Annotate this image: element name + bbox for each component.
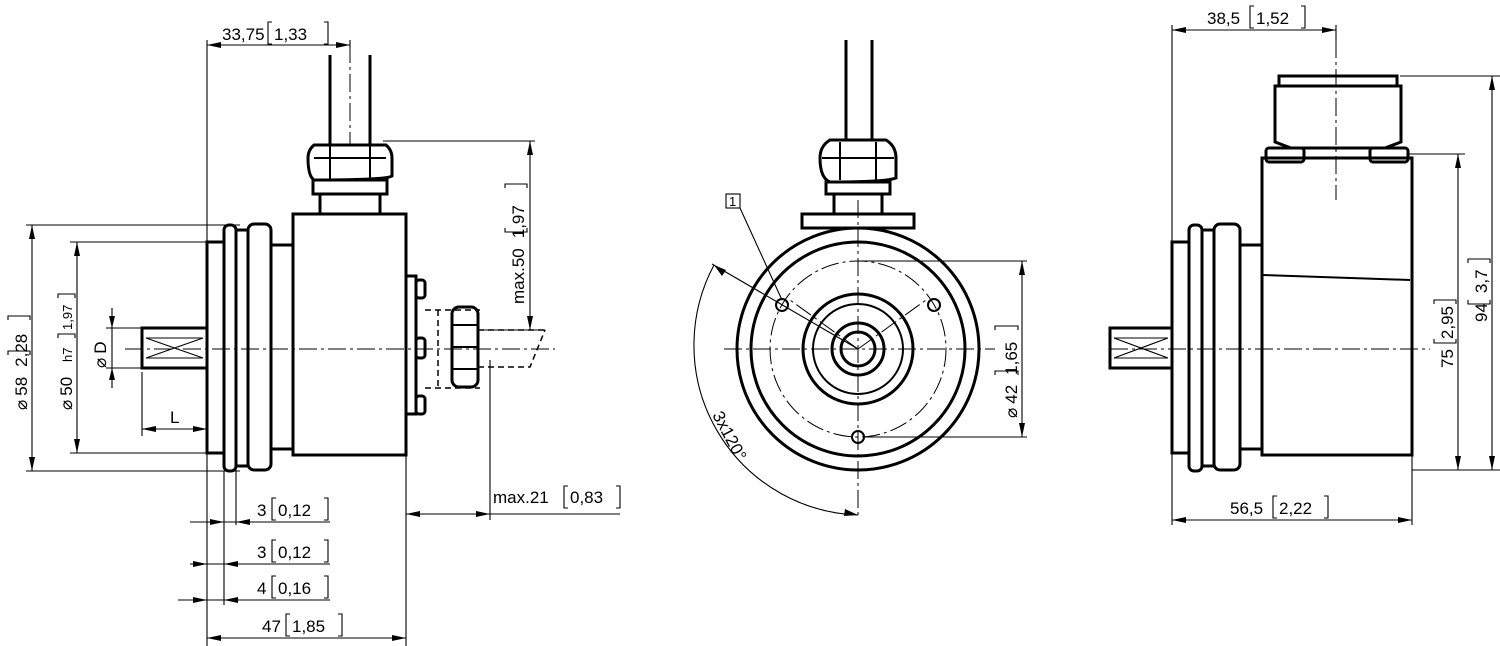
diameter-symbol: ⌀ — [1002, 408, 1021, 418]
front-outer-ring — [735, 226, 981, 472]
front-spigot-inner — [812, 303, 904, 395]
dim-hole-pattern-label: 3x120° — [708, 408, 750, 464]
svg-text:⌀D: ⌀D — [91, 341, 110, 368]
flange-ring — [234, 228, 250, 468]
dim-cable-reach-label: max.21 — [493, 488, 549, 507]
mounting-hole — [927, 298, 941, 312]
callout-number: 1 — [729, 194, 736, 209]
dim-overall-length-inch: 1,85 — [292, 617, 325, 636]
right-spigot — [1170, 240, 1191, 455]
dim-body-height-inch: 2,95 — [1438, 306, 1457, 339]
svg-text:⌀421,65: ⌀ 42 1,65 — [1002, 342, 1021, 418]
dim-spigot-tolerance: h7 — [60, 348, 75, 362]
dim-hole-pattern: 3x120° — [693, 263, 859, 516]
dim-flange-step-3: 4 0,16 — [178, 575, 330, 603]
diameter-symbol: ⌀ — [57, 400, 76, 410]
dim-flange-step-2-inch: 0,12 — [278, 543, 311, 562]
cable-gland — [306, 143, 394, 216]
callout-box — [725, 193, 741, 209]
front-shaft — [839, 330, 877, 368]
dim-shaft-length-label: L — [170, 408, 179, 427]
dim-spigot-dia-inch: 1,97 — [60, 305, 75, 330]
right-view: 38,5 1,52 752,95 943,7 56,5 2,22 — [1108, 5, 1500, 525]
dim-shaft-dia-label: D — [91, 341, 110, 353]
flange-neck — [269, 243, 295, 451]
dim-overall-length: 47 1,85 — [207, 613, 406, 641]
front-flange-ring — [749, 240, 967, 458]
dim-body-height: 752,95 — [1433, 154, 1461, 470]
dim-total-height: 943,7 — [1467, 76, 1495, 470]
svg-text:max.501,97: max.50 1,97 — [509, 205, 528, 304]
dim-flange-step-3-label: 4 — [257, 579, 266, 598]
front-spigot — [801, 292, 915, 406]
dim-body-length: 56,5 2,22 — [1172, 495, 1412, 523]
dim-connector-offset-inch: 1,52 — [1256, 9, 1289, 28]
dim-flange-dia: ⌀ 58 2,28 — [7, 225, 35, 471]
dim-body-length-inch: 2,22 — [1279, 499, 1312, 518]
dim-top-width-inch: 1,33 — [274, 25, 307, 44]
flange-ring — [222, 223, 238, 473]
dim-spigot-dia: ⌀ 50 h7 1,97 — [57, 242, 80, 453]
dim-total-height-inch: 3,7 — [1472, 269, 1491, 293]
svg-text:⌀50: ⌀ 50 — [57, 377, 76, 410]
right-flange-neck — [1238, 243, 1264, 451]
diameter-symbol: ⌀ — [91, 358, 110, 368]
dim-top-width: 33,75 1,33 — [207, 21, 350, 48]
dim-top-width-label: 33,75 — [222, 25, 265, 44]
dim-cable-height-label: max.50 — [509, 248, 528, 304]
dim-cable-reach-inch: 0,83 — [570, 488, 603, 507]
right-body — [1260, 156, 1414, 457]
right-connector — [1264, 74, 1410, 164]
dim-connector-offset: 38,5 1,52 — [1172, 5, 1336, 33]
dim-flange-step-1-inch: 0,12 — [278, 501, 311, 520]
dim-overall-length-label: 47 — [262, 617, 281, 636]
dim-cable-reach: max.21 0,83 — [406, 485, 621, 517]
right-flange-ring — [1187, 223, 1204, 473]
shaft — [140, 326, 209, 370]
flange-ring — [246, 222, 273, 472]
dim-cable-height: max.50 1,97 — [504, 141, 533, 330]
encoder-body — [291, 212, 408, 457]
dim-flange-step-3-inch: 0,16 — [278, 579, 311, 598]
front-shaft-outer — [830, 321, 886, 377]
dim-pitch-dia-inch: 1,65 — [1002, 342, 1021, 375]
dim-body-length-label: 56,5 — [1230, 499, 1263, 518]
dim-shaft-length: L — [142, 408, 207, 432]
dim-body-height-label: 75 — [1438, 349, 1457, 368]
dim-total-height-label: 94 — [1472, 303, 1491, 322]
svg-text:⌀582,28: ⌀ 58 2,28 — [12, 334, 31, 410]
dim-pitch-dia: ⌀ 42 1,65 — [858, 260, 1027, 438]
right-body-edge — [1261, 274, 1411, 281]
dim-shaft-dia: ⌀D — [91, 308, 115, 388]
spigot — [205, 240, 226, 455]
dim-cable-height-inch: 1,97 — [509, 205, 528, 238]
dim-pitch-dia-label: 42 — [1002, 385, 1021, 404]
dim-flange-step-2-label: 3 — [257, 543, 266, 562]
dim-flange-step-2: 3 0,12 — [190, 539, 330, 567]
dim-flange-step-1: 3 0,12 — [190, 497, 330, 525]
dim-connector-offset-label: 38,5 — [1207, 9, 1240, 28]
diameter-symbol: ⌀ — [12, 400, 31, 410]
right-flange-ring — [1200, 228, 1216, 468]
svg-text:752,95: 752,95 — [1438, 306, 1457, 368]
dim-flange-dia-label: 58 — [12, 377, 31, 396]
front-view: 1 3x120° ⌀ 42 1,65 — [693, 40, 1027, 516]
dim-flange-step-1-label: 3 — [257, 501, 266, 520]
right-flange-ring — [1212, 222, 1242, 472]
right-shaft — [1108, 326, 1174, 370]
dim-flange-dia-inch: 2,28 — [12, 334, 31, 367]
svg-text:943,7: 943,7 — [1472, 269, 1491, 322]
dim-spigot-dia-label: 50 — [57, 377, 76, 396]
side-view: 33,75 1,33 ⌀582,28 ⌀50 h7 1,97 ⌀D — [7, 21, 621, 646]
